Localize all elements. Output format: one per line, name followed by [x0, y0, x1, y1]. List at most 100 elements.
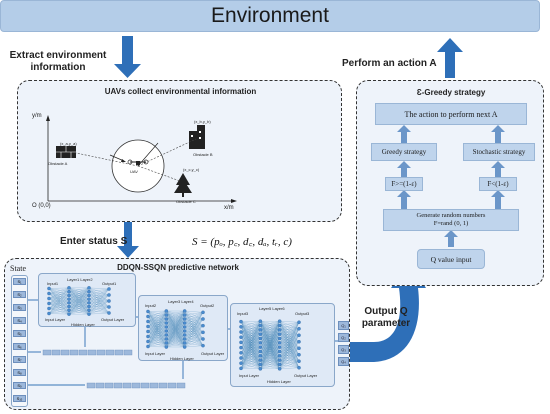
subnet-3-edge: [279, 328, 300, 335]
subnet-1-edge: [88, 300, 110, 307]
subnet-3-edge: [279, 354, 300, 361]
subnet-1-edge: [88, 306, 110, 315]
subnet-3-edge: [279, 328, 300, 339]
subnet-3-node: [297, 366, 301, 370]
subnet-1-edge: [68, 287, 90, 303]
subnet-3-node: [239, 351, 243, 355]
state-cell: S₂: [13, 291, 26, 298]
subnet-1-edge: [48, 299, 70, 314]
subnet-3-edge: [260, 321, 280, 335]
subnet-3-edge: [240, 325, 261, 353]
subnet-3-edge: [260, 321, 280, 343]
subnet-2-edge: [147, 330, 167, 337]
f-ge-box: F>=(1-ɛ): [385, 177, 423, 191]
subnet-2-edge: [147, 318, 167, 332]
subnet-2-node: [201, 317, 205, 321]
subnet-2-edge: [147, 314, 167, 347]
subnet-3-edge: [260, 342, 280, 369]
subnet-2-node: [182, 317, 187, 321]
subnet-1-edge: [88, 294, 110, 315]
subnet-3-edge: [240, 338, 261, 359]
subnet-2-edge: [147, 326, 167, 342]
uav-icon: [127, 159, 149, 165]
subnet-3-edge: [240, 321, 261, 343]
subnet-2-node: [182, 337, 187, 341]
subnet-3-edge: [260, 338, 280, 369]
subnet-3-edge: [260, 347, 280, 369]
feature-strip-cell: [105, 349, 115, 356]
subnet-2-edge: [184, 318, 204, 324]
hidden-pair-1-label: Layer1 Layer2: [67, 277, 93, 282]
subnet-1-edge: [88, 291, 110, 302]
network-title: DDQN-SSQN predictive network: [117, 263, 239, 272]
subnet-3-edge: [260, 321, 280, 339]
hidden-pair-2-label: Layer3 Layer4: [168, 299, 194, 304]
subnet-2-edge: [166, 310, 185, 344]
subnet-2-node: [201, 343, 205, 348]
subnet-1-edge: [68, 291, 90, 315]
subnet-2-edge: [147, 322, 167, 347]
subnet-1-edge: [48, 303, 70, 307]
subnet-3-node: [277, 354, 282, 358]
subnet-2-node: [201, 337, 205, 341]
subnet-3-edge: [240, 321, 261, 339]
subnet-3-edge: [279, 361, 300, 365]
subnet-1-node: [87, 289, 91, 294]
subnet-3-node: [297, 327, 301, 331]
subnet-2-edge: [184, 318, 204, 340]
subnet-3-node: [297, 359, 301, 364]
subnet-1-edge: [68, 287, 90, 315]
subnet-3-edge: [240, 325, 261, 369]
subnet-3-edge: [279, 322, 300, 365]
obstacle-b-icon: [189, 125, 205, 149]
uav-scene: [46, 115, 237, 203]
subnet-1-node: [67, 312, 71, 316]
subnet-2-edge: [147, 310, 167, 347]
subnet-2-edge: [147, 318, 167, 347]
subnet-1-edge: [48, 295, 70, 314]
input-layer-1: Input Layer: [45, 317, 66, 322]
egreedy-arrows: [397, 125, 505, 247]
subnet-2-node: [182, 329, 187, 333]
subnet-3-edge: [260, 321, 280, 365]
subnet-1-edge: [88, 288, 110, 296]
subnet-1-edge: [48, 293, 70, 300]
subnet-1-edge: [68, 287, 90, 311]
subnet-2-edge: [184, 325, 204, 332]
subnet-1-edge: [68, 287, 90, 307]
subnet-3-edge: [279, 354, 300, 365]
q-cell: Q₄: [338, 357, 349, 366]
subnet-2-edge: [147, 314, 167, 337]
subnet-2-node: [146, 314, 150, 319]
obstacle-b-label: Obstacle B: [193, 152, 213, 157]
subnet-2-edge: [184, 318, 204, 326]
subnet-2-edge: [147, 322, 167, 342]
subnet-1-edge: [48, 287, 70, 304]
subnet-1-edge: [88, 294, 110, 311]
subnet-2-edge: [184, 310, 204, 313]
subnet-2-edge: [147, 326, 167, 347]
subnet-3-node: [258, 319, 263, 323]
subnet-1-edge: [68, 287, 90, 300]
subnet-1-edge: [48, 308, 70, 315]
subnet-3-edge: [279, 348, 300, 369]
subnet-2-edge: [184, 318, 204, 328]
subnet-3-edge: [260, 321, 280, 356]
subnet-2-edge: [147, 326, 167, 337]
subnet-1-node: [67, 301, 71, 305]
subnet-3-edge: [279, 348, 300, 365]
subnet-1-edge: [48, 302, 70, 304]
subnet-3-edge: [279, 322, 300, 361]
output1-label: Output1: [102, 281, 117, 286]
subnet-1-edge: [88, 294, 110, 303]
subnet-3-node: [258, 358, 263, 362]
f-lt-box: F<(1-ɛ): [479, 177, 517, 191]
subnet-3-node: [297, 346, 301, 351]
subnet-2-edge: [166, 310, 185, 320]
subnet-3-edge: [260, 321, 280, 361]
subnet-3-edge: [240, 321, 261, 359]
subnet-3-edge: [279, 328, 300, 365]
subnet-2-node: [182, 309, 187, 313]
subnet-1-edge: [48, 291, 70, 309]
feature-strip-cell: [113, 382, 123, 389]
